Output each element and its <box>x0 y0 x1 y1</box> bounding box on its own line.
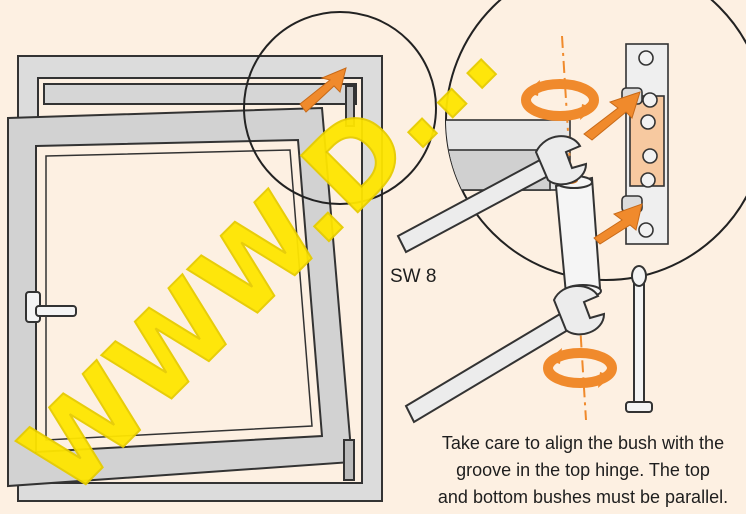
instruction-caption: Take care to align the bush with the gro… <box>420 430 746 511</box>
magnifier-circle <box>243 11 437 205</box>
hinge-screws <box>638 50 658 238</box>
hinge-pin <box>625 265 653 413</box>
direction-arrow-icon <box>583 91 641 141</box>
window-handle <box>25 291 77 323</box>
rotate-arrows-icon <box>521 79 599 121</box>
caption-line: Take care to align the bush with the <box>441 433 725 453</box>
frame-bottom-hinge <box>343 439 355 481</box>
rotate-arrows-icon <box>543 348 617 388</box>
caption-line: groove in the top hinge. The top <box>456 460 710 480</box>
direction-arrow-icon <box>593 203 643 245</box>
wrench-size-label: SW 8 <box>390 266 437 287</box>
frame-top-hinge <box>345 85 355 127</box>
direction-arrow-icon <box>299 67 347 113</box>
caption-line: and bottom bushes must be parallel. <box>437 487 729 507</box>
open-end-wrench-icon <box>396 135 606 424</box>
window-overview <box>7 55 383 502</box>
